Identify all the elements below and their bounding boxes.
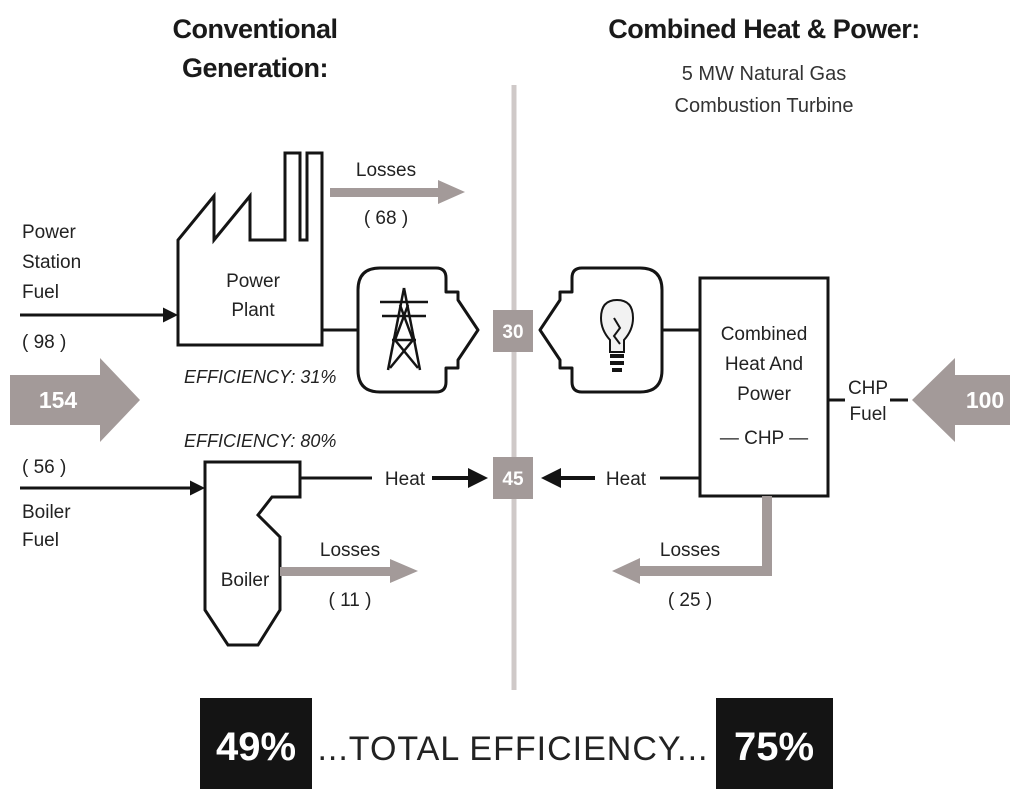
plant-efficiency: EFFICIENCY: 31% (184, 367, 336, 387)
chp-fuel-arrow (912, 358, 1010, 442)
power-fuel-label-line2: Station (22, 252, 81, 273)
power-fuel-label-line3: Fuel (22, 282, 59, 303)
transmission-tower-icon (356, 266, 480, 394)
boiler-efficiency: EFFICIENCY: 80% (184, 431, 336, 451)
boiler-icon (203, 460, 302, 647)
power-plant-label-line1: Power (226, 271, 281, 292)
conventional-title-line1: Conventional (172, 14, 337, 44)
chp-fuel-label-line2: Fuel (850, 404, 887, 425)
chp-losses-value: ( 25 ) (668, 590, 712, 611)
chp-subtitle-line2: Combustion Turbine (675, 95, 854, 117)
boiler-losses-value: ( 11 ) (329, 590, 372, 611)
conventional-title-line2: Generation: (182, 53, 328, 83)
chp-heat-label: Heat (606, 469, 647, 490)
total-fuel-arrow (10, 358, 140, 442)
chp-fuel-label-line1: CHP (848, 378, 888, 399)
plant-losses-value: ( 68 ) (364, 208, 408, 229)
boiler-fuel-value: ( 56 ) (22, 457, 66, 478)
chp-subtitle-line1: 5 MW Natural Gas (682, 63, 846, 85)
chp-losses-arrow (612, 496, 772, 584)
chp-total-efficiency: 75% (734, 725, 814, 769)
chp-box-line4: — CHP — (720, 428, 808, 449)
electricity-value: 30 (502, 322, 523, 343)
boiler-fuel-label-line2: Fuel (22, 530, 59, 551)
chp-fuel-value: 100 (966, 387, 1004, 413)
total-fuel-value: 154 (39, 387, 78, 413)
conventional-total-efficiency: 49% (216, 725, 296, 769)
power-plant-label-line2: Plant (231, 300, 275, 321)
total-efficiency-label: ...TOTAL EFFICIENCY... (317, 730, 708, 768)
chp-losses-label: Losses (660, 540, 720, 561)
boiler-heat-label: Heat (385, 469, 426, 490)
electricity-value-box (493, 310, 533, 352)
plant-losses-label: Losses (356, 160, 416, 181)
heat-value: 45 (502, 469, 524, 490)
plant-losses-arrow (330, 180, 465, 204)
boiler-losses-arrow (280, 559, 418, 583)
chp-box-line1: Combined (721, 324, 808, 345)
boiler-label: Boiler (221, 570, 270, 591)
light-bulb-icon (538, 266, 664, 394)
conventional-total-box (200, 698, 312, 789)
heat-value-box (493, 457, 533, 499)
power-fuel-value: ( 98 ) (22, 332, 66, 353)
power-fuel-label-line1: Power (22, 222, 77, 243)
boiler-fuel-label-line1: Boiler (22, 502, 71, 523)
boiler-losses-label: Losses (320, 540, 380, 561)
chp-total-box (716, 698, 833, 789)
chp-title: Combined Heat & Power: (608, 14, 920, 44)
chp-box-line3: Power (737, 384, 792, 405)
chp-box-line2: Heat And (725, 354, 803, 375)
power-plant-icon (176, 151, 324, 347)
